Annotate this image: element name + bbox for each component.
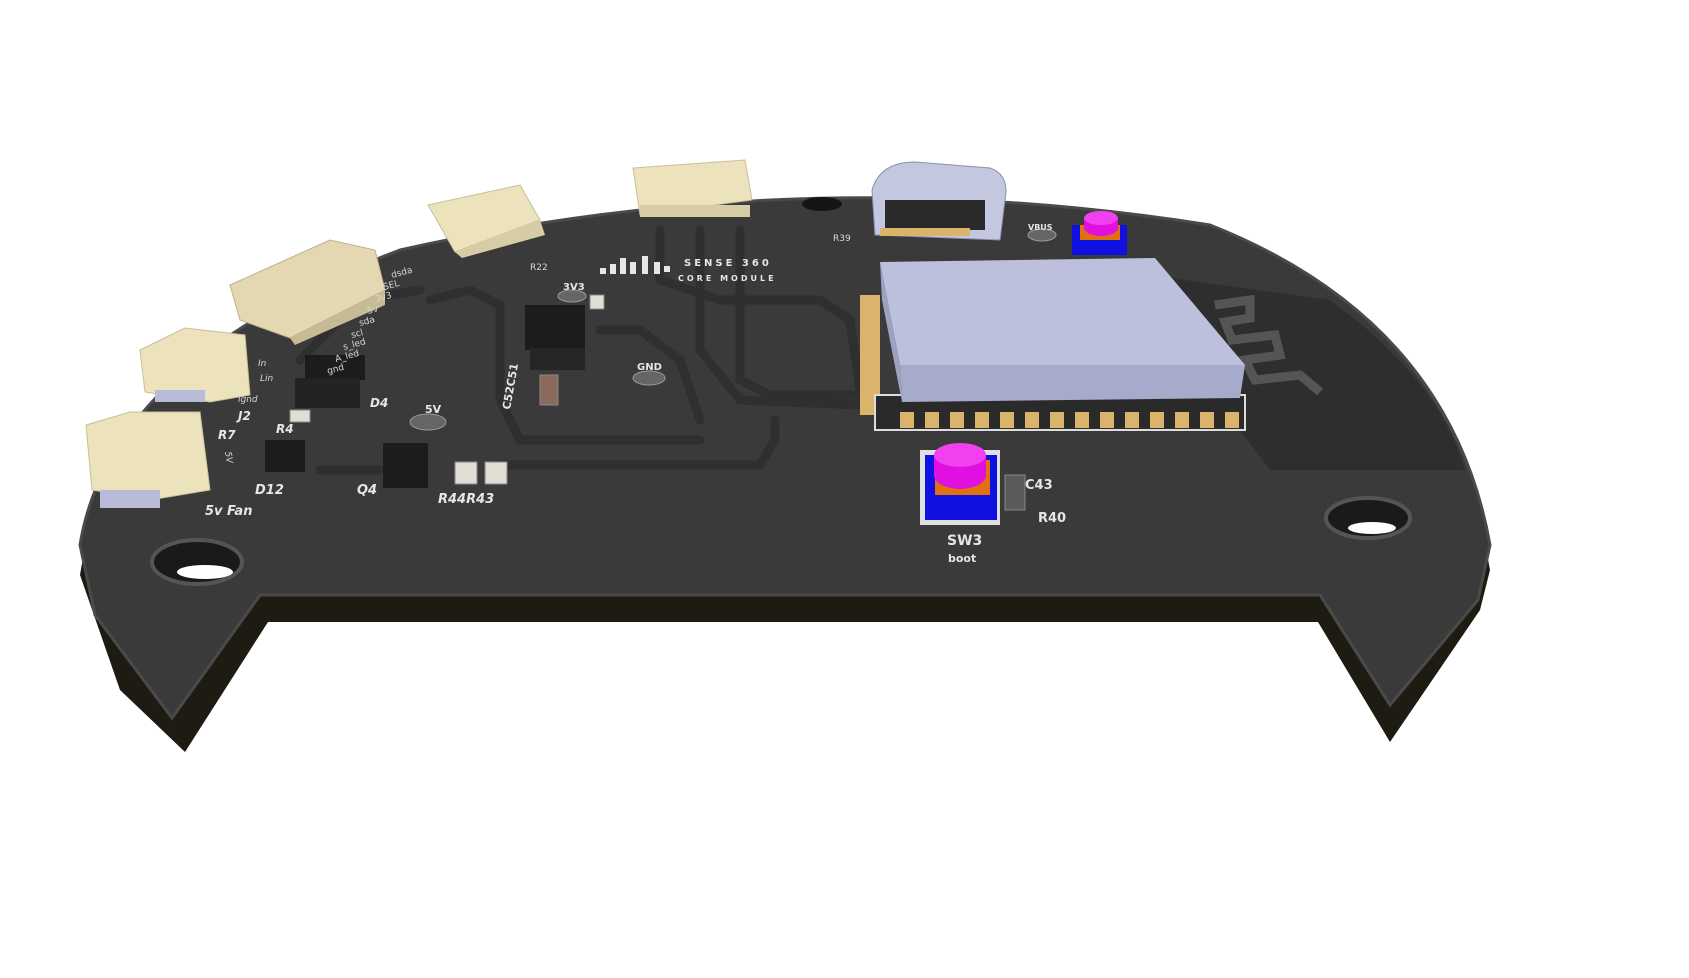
label-d12: D12 xyxy=(255,483,284,498)
reset-button[interactable] xyxy=(1072,211,1127,255)
connector-light xyxy=(139,327,251,403)
hole-see-through xyxy=(1348,522,1396,534)
esp-module xyxy=(860,258,1246,431)
testpad-gnd xyxy=(632,370,666,386)
diode-d12 xyxy=(265,440,305,472)
connector-fan xyxy=(85,411,211,508)
logo-subtitle: CORE MODULE xyxy=(678,274,777,283)
label-gnd: GND xyxy=(637,362,662,373)
pin-label: scl xyxy=(350,328,364,341)
label-r44r43: R44R43 xyxy=(438,492,494,507)
testpad-vbus xyxy=(1027,228,1057,242)
label-r40: R40 xyxy=(1038,511,1066,526)
pin-label: SEL xyxy=(382,279,400,293)
antenna-trace xyxy=(1214,294,1323,396)
label-boot: boot xyxy=(948,552,976,565)
label-pin-lin: Lin xyxy=(260,374,274,384)
label-vbus: VBUS xyxy=(1028,223,1053,232)
boot-button[interactable] xyxy=(920,443,1000,525)
logo-mark xyxy=(600,256,670,274)
label-r7: R7 xyxy=(218,428,236,442)
logo-title: SENSE 360 xyxy=(684,258,772,269)
regulator xyxy=(525,305,585,370)
pin-label: gnd xyxy=(326,363,345,377)
pin-label: 3v3 xyxy=(374,291,393,305)
label-sw3: SW3 xyxy=(947,533,982,549)
label-pin-5v: 5V xyxy=(222,451,234,465)
label-c43: C43 xyxy=(1025,478,1053,493)
mosfet-d4 xyxy=(295,355,365,408)
testpad-5v xyxy=(409,413,447,431)
label-j2: J2 xyxy=(236,409,251,423)
transistor-q4 xyxy=(383,443,428,488)
label-fan: 5v Fan xyxy=(205,504,252,519)
connector-top xyxy=(632,159,753,217)
label-r22: R22 xyxy=(530,263,548,273)
label-pin-in: In xyxy=(258,359,267,369)
label-pin-lgnd: lgnd xyxy=(238,395,258,405)
passives xyxy=(289,294,1026,511)
connector-9pin xyxy=(229,239,386,345)
label-q4: Q4 xyxy=(357,483,377,498)
label-r39: R39 xyxy=(833,234,851,244)
usb-c-connector xyxy=(871,161,1007,241)
label-3v3: 3V3 xyxy=(563,282,585,293)
label-r4: R4 xyxy=(276,422,294,436)
connector-6pin xyxy=(427,184,545,258)
label-5v: 5V xyxy=(425,403,442,416)
mounting-hole-top xyxy=(802,197,842,211)
testpad-3v3 xyxy=(557,289,587,303)
hole-see-through xyxy=(177,565,233,579)
pin-label: sda xyxy=(358,315,376,329)
label-d4: D4 xyxy=(370,396,388,410)
pin-label: 5v xyxy=(366,304,380,317)
